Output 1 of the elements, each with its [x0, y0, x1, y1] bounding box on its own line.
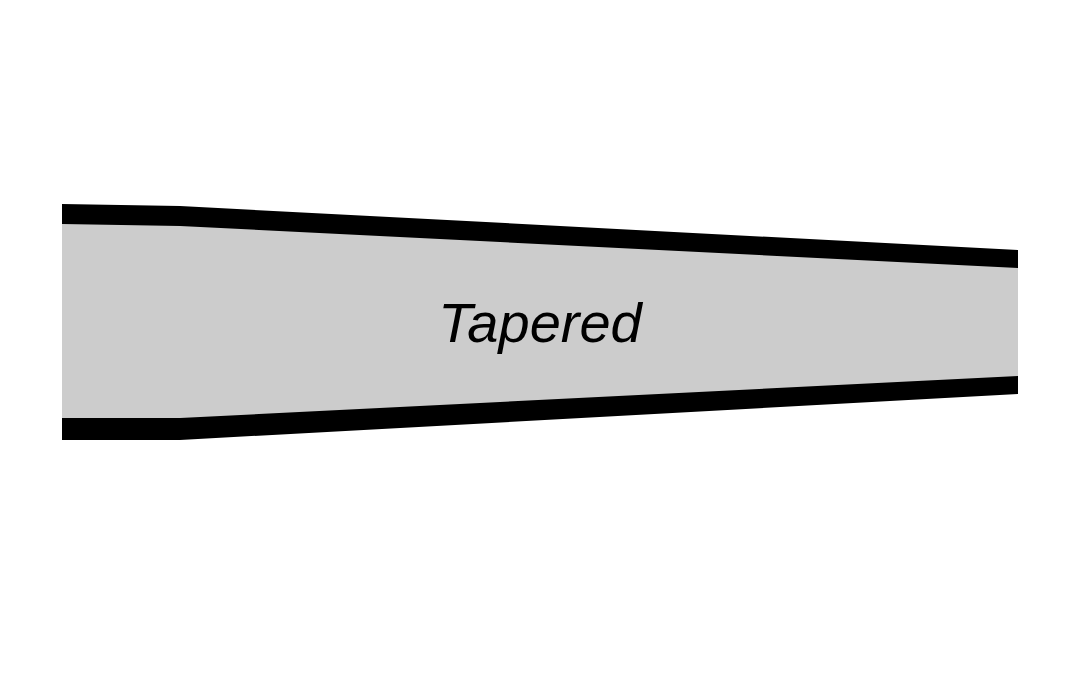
band-label: Tapered	[438, 289, 642, 355]
